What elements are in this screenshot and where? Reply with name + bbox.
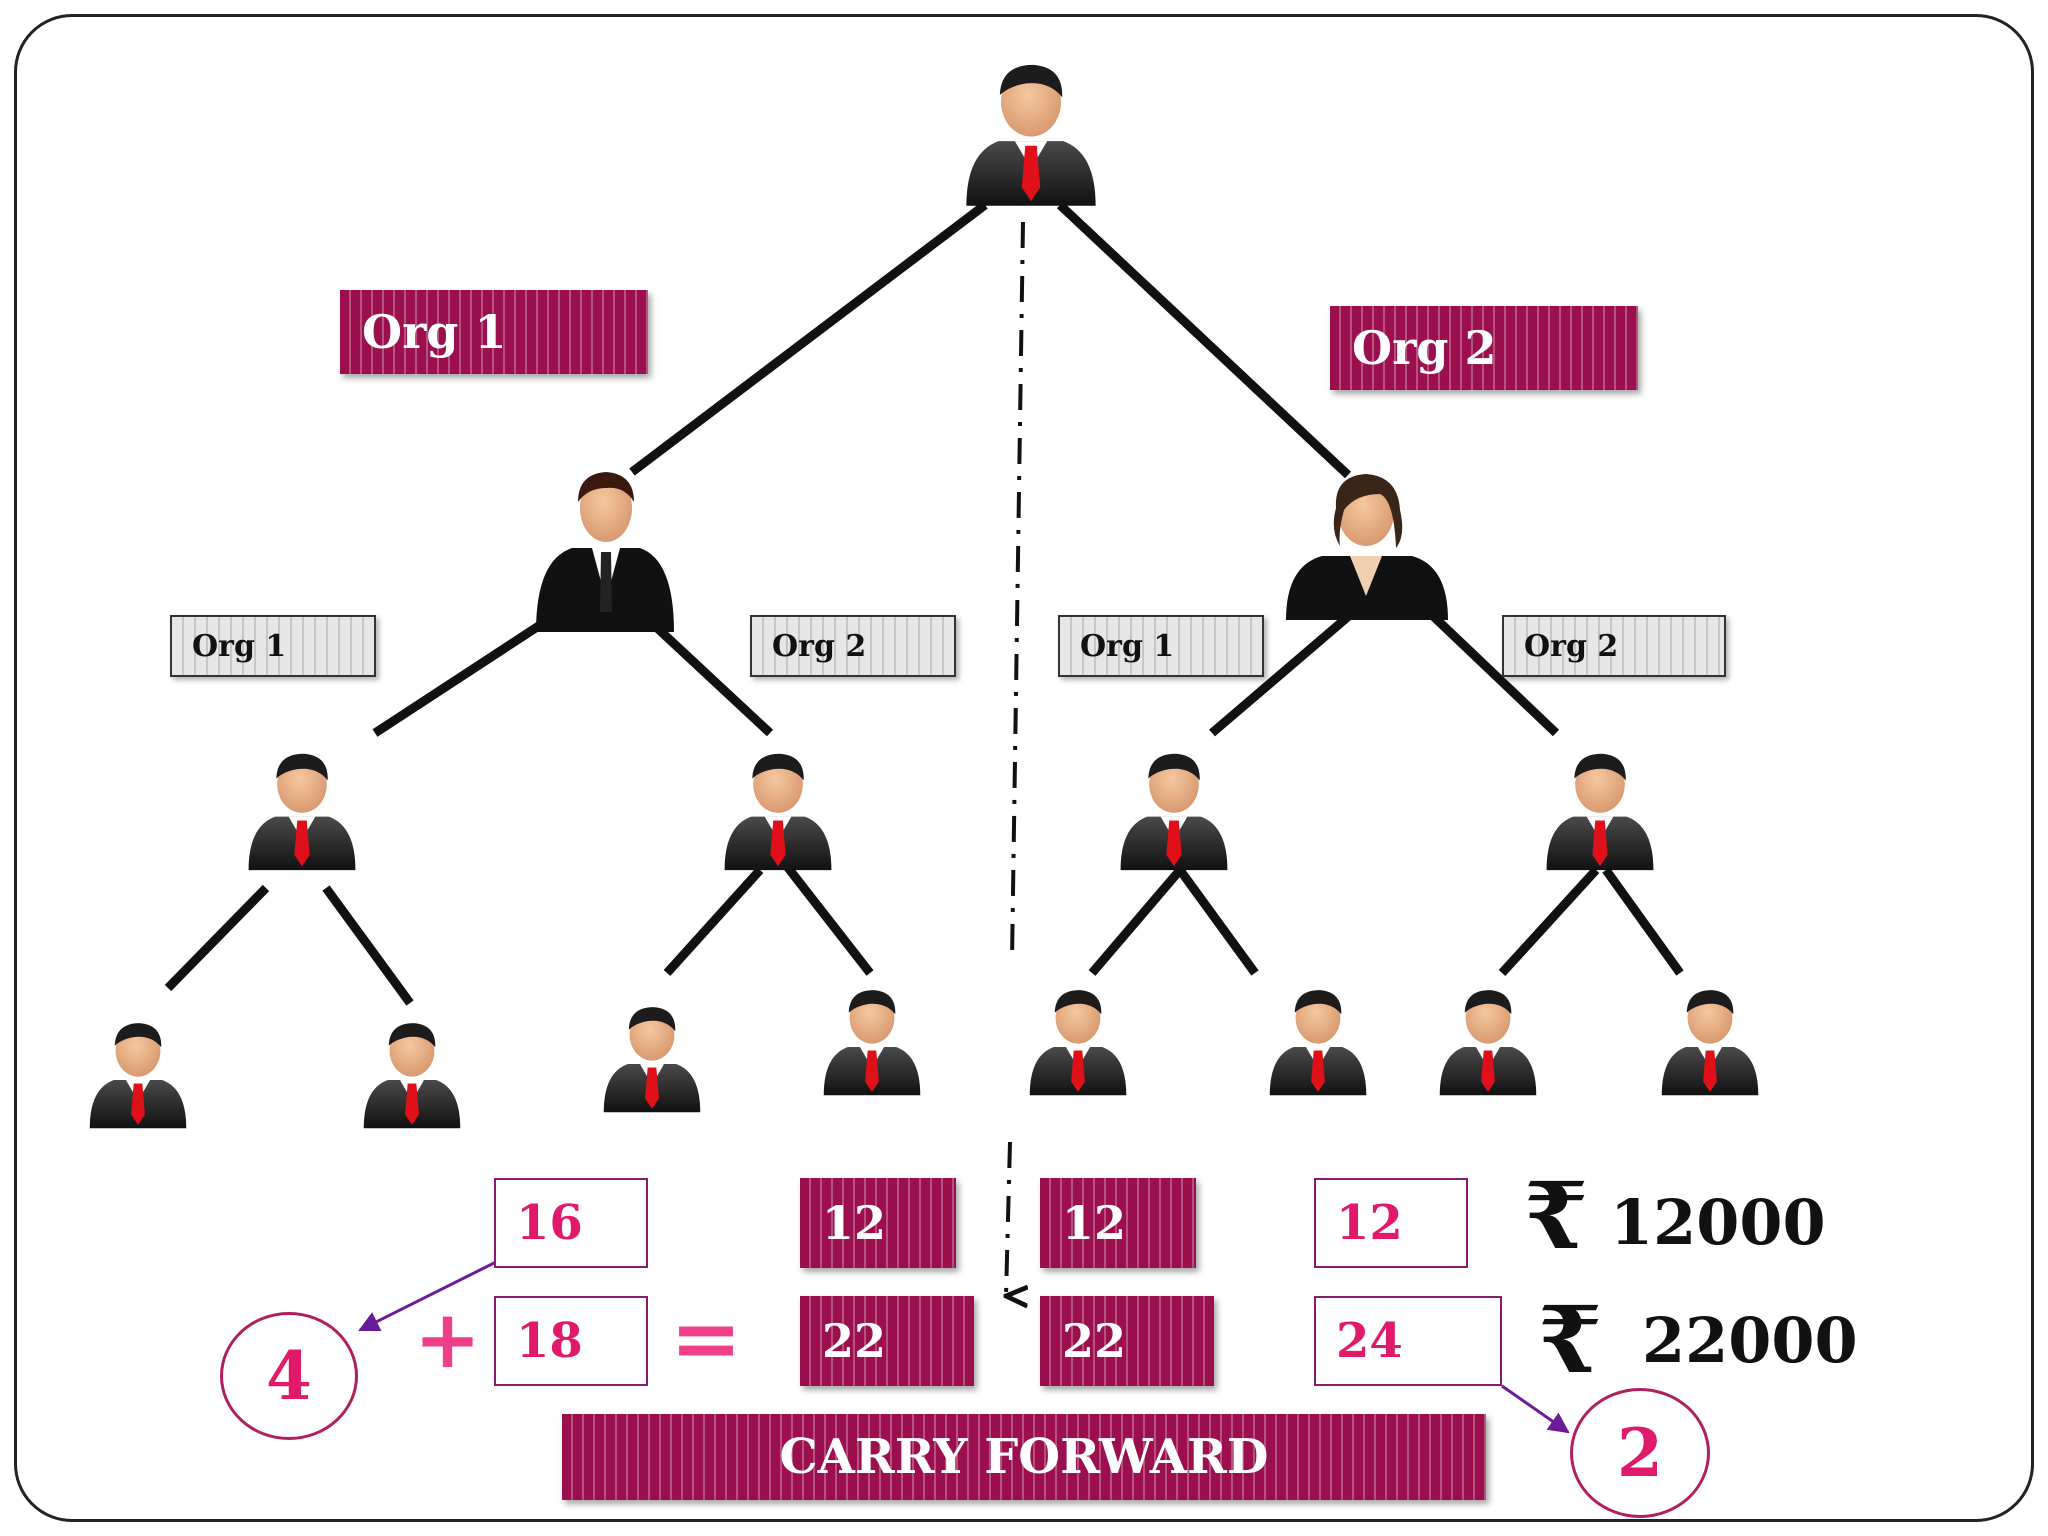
count-box-24: 24 xyxy=(1314,1296,1502,1386)
person-icon-level2-3 xyxy=(1120,753,1228,871)
person-icon-level2-2 xyxy=(724,753,832,871)
person-icon-root xyxy=(966,64,1096,206)
divider-arrow xyxy=(1006,1141,1010,1296)
currency-symbol-1: ₹ xyxy=(1524,1162,1589,1270)
label-org2-left: Org 2 xyxy=(750,615,956,677)
person-icon-manager-right xyxy=(1286,474,1448,620)
label-org2-right: Org 2 xyxy=(1502,615,1726,677)
carry-out-arrow xyxy=(1501,1384,1570,1434)
count-box-12-b: 12 xyxy=(1040,1178,1196,1268)
carry-out-circle: 2 xyxy=(1570,1388,1710,1518)
label-org1-left: Org 1 xyxy=(170,615,376,677)
plus-sign: + xyxy=(414,1293,482,1386)
label-org1-right: Org 1 xyxy=(1058,615,1264,677)
count-box-12-c: 12 xyxy=(1314,1178,1468,1268)
count-box-18: 18 xyxy=(494,1296,648,1386)
count-box-12-a: 12 xyxy=(800,1178,956,1268)
carry-in-circle: 4 xyxy=(220,1312,358,1440)
count-box-16: 16 xyxy=(494,1178,648,1268)
equals-sign: = xyxy=(670,1289,743,1389)
person-icon-leaf-8 xyxy=(1661,990,1759,1096)
person-icon-leaf-3 xyxy=(603,1007,701,1113)
person-icon-leaf-6 xyxy=(1269,990,1367,1096)
person-icon-level2-4 xyxy=(1546,753,1654,871)
label-org2-top: Org 2 xyxy=(1330,306,1638,390)
count-box-22-a: 22 xyxy=(800,1296,974,1386)
label-org1-top: Org 1 xyxy=(340,290,648,374)
person-icon-leaf-4 xyxy=(823,990,921,1096)
currency-symbol-2: ₹ xyxy=(1538,1286,1603,1394)
person-icon-leaf-2 xyxy=(363,1023,461,1129)
carry-forward-banner: CARRY FORWARD xyxy=(562,1414,1486,1500)
carry-in-arrow xyxy=(358,1260,497,1332)
amount-22000: 22000 xyxy=(1642,1304,1858,1377)
person-icon-leaf-7 xyxy=(1439,990,1537,1096)
person-icon-leaf-5 xyxy=(1029,990,1127,1096)
person-icon-level2-1 xyxy=(248,753,356,871)
count-box-22-b: 22 xyxy=(1040,1296,1214,1386)
amount-12000: 12000 xyxy=(1610,1186,1826,1259)
divider-line xyxy=(1010,221,1025,961)
tree-connectors xyxy=(164,201,1684,1006)
slide-frame xyxy=(14,14,2034,1522)
person-icon-manager-left xyxy=(536,472,674,632)
person-icon-leaf-1 xyxy=(89,1023,187,1129)
